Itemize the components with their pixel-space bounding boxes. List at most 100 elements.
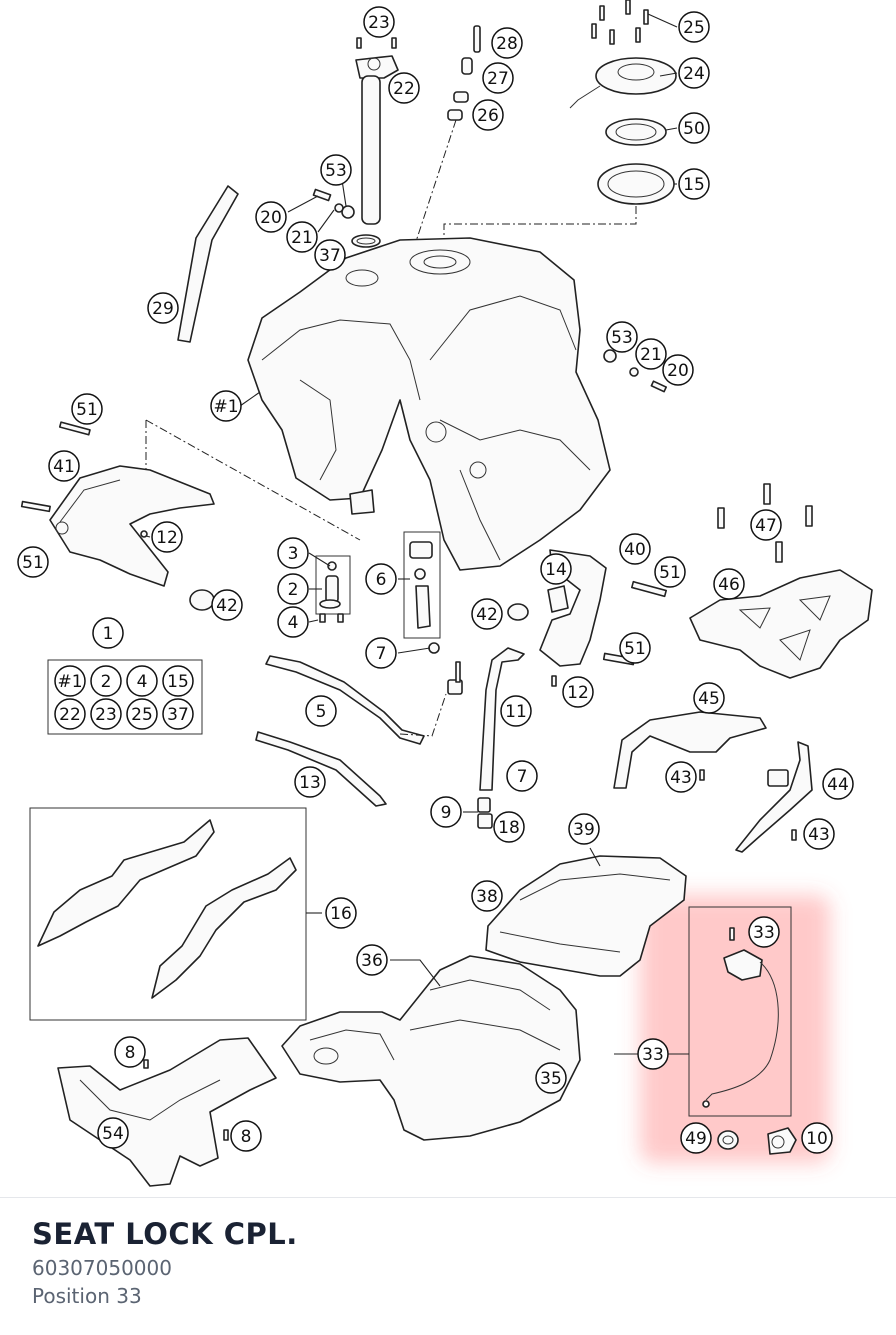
callout-12a[interactable]: 12 [151, 521, 183, 553]
luggage-carrier-part[interactable] [689, 483, 873, 679]
kit-item-0-2[interactable]: 4 [126, 665, 158, 697]
callout-1[interactable]: 1 [92, 617, 124, 649]
svg-text:11: 11 [505, 702, 527, 722]
kit-item-1-1[interactable]: 23 [90, 698, 122, 730]
rear-cover-part[interactable] [57, 1037, 277, 1187]
callout-3[interactable]: 3 [277, 537, 309, 569]
callout-18[interactable]: 18 [493, 811, 525, 843]
callout-47[interactable]: 47 [750, 509, 782, 541]
callout-27[interactable]: 27 [482, 62, 514, 94]
fuel-line-parts[interactable] [399, 25, 481, 291]
svg-text:43: 43 [670, 768, 692, 788]
callout-26[interactable]: 26 [472, 99, 504, 131]
callout-54[interactable]: 54 [97, 1117, 129, 1149]
front-seat-part[interactable] [281, 955, 581, 1141]
callout-23[interactable]: 23 [363, 6, 395, 38]
svg-text:50: 50 [683, 119, 705, 139]
callout-51b[interactable]: 51 [17, 546, 49, 578]
callout-50[interactable]: 50 [678, 112, 710, 144]
svg-text:15: 15 [167, 672, 189, 692]
callout-14[interactable]: 14 [540, 553, 572, 585]
callout-43b[interactable]: 43 [803, 818, 835, 850]
callout-20a[interactable]: 20 [255, 201, 287, 233]
grab-handle-part[interactable] [613, 711, 813, 853]
kit-item-1-2[interactable]: 25 [126, 698, 158, 730]
callout-22[interactable]: 22 [388, 72, 420, 104]
tank-cap-parts[interactable] [443, 0, 677, 260]
callout-39[interactable]: 39 [568, 813, 600, 845]
callout-51a[interactable]: 51 [71, 393, 103, 425]
callout-45[interactable]: 45 [693, 682, 725, 714]
fuel-tank[interactable] [247, 237, 611, 571]
callout-51d[interactable]: 51 [619, 632, 651, 664]
callout-42b[interactable]: 42 [471, 598, 503, 630]
callout-13[interactable]: 13 [294, 766, 326, 798]
callout-11[interactable]: 11 [500, 695, 532, 727]
tank-bracket-part[interactable] [539, 549, 667, 687]
callout-29[interactable]: 29 [147, 292, 179, 324]
callout-36[interactable]: 36 [356, 944, 388, 976]
lines-parts[interactable] [255, 603, 529, 829]
kit-item-1-3[interactable]: 37 [162, 698, 194, 730]
lock-cylinder-parts[interactable] [717, 1127, 797, 1155]
position-33-highlight[interactable] [640, 895, 830, 1163]
svg-text:8: 8 [241, 1127, 252, 1147]
side-covers-box[interactable] [29, 807, 307, 1021]
svg-text:47: 47 [755, 516, 777, 536]
callout-28[interactable]: 28 [491, 27, 523, 59]
callout-h1[interactable]: #1 [210, 390, 242, 422]
part-info-panel: SEAT LOCK CPL. 60307050000 Position 33 [32, 1214, 872, 1310]
callout-9[interactable]: 9 [430, 796, 462, 828]
callout-33b[interactable]: 33 [637, 1038, 669, 1070]
callout-8a[interactable]: 8 [114, 1036, 146, 1068]
hose-group[interactable] [403, 531, 441, 639]
callout-49[interactable]: 49 [680, 1122, 712, 1154]
callout-44[interactable]: 44 [822, 768, 854, 800]
svg-text:3: 3 [288, 544, 299, 564]
svg-text:53: 53 [611, 328, 633, 348]
rear-seat-part[interactable] [485, 855, 687, 977]
callout-41[interactable]: 41 [48, 450, 80, 482]
callout-10[interactable]: 10 [801, 1122, 833, 1154]
callout-40[interactable]: 40 [619, 533, 651, 565]
svg-text:20: 20 [667, 361, 689, 381]
svg-text:9: 9 [441, 803, 452, 823]
fuel-pump-group[interactable] [315, 555, 351, 623]
kit-item-0-0[interactable]: #1 [54, 665, 86, 697]
kit-item-1-0[interactable]: 22 [54, 698, 86, 730]
callout-46[interactable]: 46 [713, 568, 745, 600]
kit-item-0-3[interactable]: 15 [162, 665, 194, 697]
callout-43a[interactable]: 43 [665, 761, 697, 793]
callout-35[interactable]: 35 [535, 1062, 567, 1094]
kit-item-0-1[interactable]: 2 [90, 665, 122, 697]
callout-42a[interactable]: 42 [211, 589, 243, 621]
callout-20b[interactable]: 20 [662, 354, 694, 386]
callout-38[interactable]: 38 [471, 880, 503, 912]
callout-37a[interactable]: 37 [314, 239, 346, 271]
callout-16[interactable]: 16 [325, 897, 357, 929]
callout-6[interactable]: 6 [365, 563, 397, 595]
side-bracket-part[interactable] [20, 421, 215, 611]
callout-5[interactable]: 5 [305, 695, 337, 727]
callout-8b[interactable]: 8 [230, 1120, 262, 1152]
callout-15[interactable]: 15 [678, 168, 710, 200]
seat-lock-group[interactable] [688, 906, 792, 1117]
part-number: 60307050000 [32, 1256, 172, 1280]
hose-part[interactable] [177, 185, 239, 343]
callout-24[interactable]: 24 [678, 57, 710, 89]
callout-4[interactable]: 4 [277, 606, 309, 638]
callout-33a[interactable]: 33 [748, 916, 780, 948]
callout-53b[interactable]: 53 [606, 321, 638, 353]
callout-53a[interactable]: 53 [320, 154, 352, 186]
svg-text:51: 51 [624, 639, 646, 659]
callout-21b[interactable]: 21 [635, 338, 667, 370]
callout-21a[interactable]: 21 [286, 221, 318, 253]
callout-12b[interactable]: 12 [562, 676, 594, 708]
filler-neck-part[interactable] [355, 55, 399, 225]
callout-2[interactable]: 2 [277, 573, 309, 605]
callout-7a[interactable]: 7 [365, 637, 397, 669]
part-name: SEAT LOCK CPL. [32, 1217, 298, 1251]
callout-25[interactable]: 25 [678, 11, 710, 43]
callout-51c[interactable]: 51 [654, 556, 686, 588]
callout-7b[interactable]: 7 [506, 760, 538, 792]
